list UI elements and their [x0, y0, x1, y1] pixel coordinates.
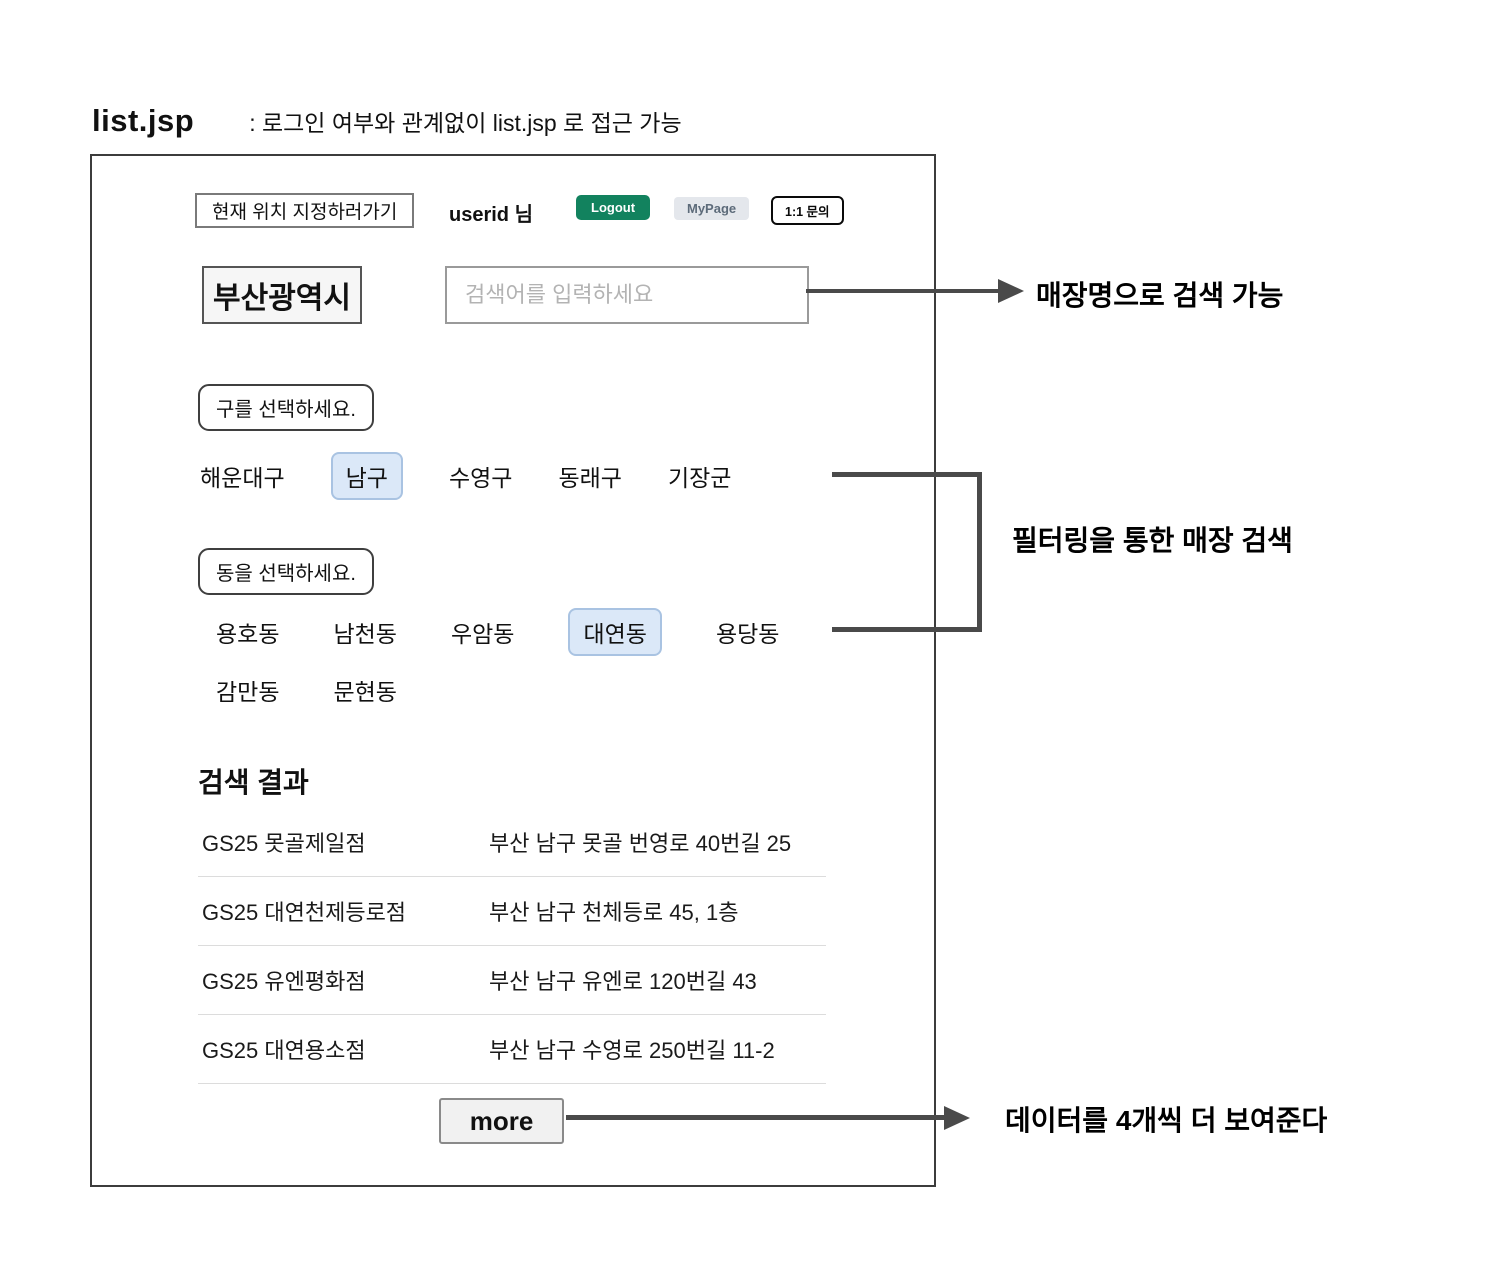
store-result-row[interactable]: GS25 대연천제등로점 부산 남구 천체등로 45, 1층 — [198, 877, 826, 946]
mockup-frame: 현재 위치 지정하러가기 userid 님 Logout MyPage 1:1 … — [90, 154, 936, 1187]
mypage-button[interactable]: MyPage — [674, 197, 750, 220]
dong-chip-문현동[interactable]: 문현동 — [333, 679, 397, 705]
dong-chip-남천동[interactable]: 남천동 — [333, 621, 397, 647]
store-address: 부산 남구 천체등로 45, 1층 — [489, 900, 739, 925]
store-address: 부산 남구 유엔로 120번길 43 — [489, 969, 757, 994]
dong-chip-우암동[interactable]: 우암동 — [450, 621, 515, 647]
store-name: GS25 유엔평화점 — [202, 969, 366, 994]
dong-select-prompt: 동을 선택하세요. — [198, 548, 374, 595]
user-greeting: userid 님 — [449, 204, 533, 226]
dong-filter-row-2: 감만동 문현동 — [216, 668, 397, 712]
page-subtitle: : 로그인 여부와 관계없이 list.jsp 로 접근 가능 — [249, 110, 682, 136]
gu-select-prompt: 구를 선택하세요. — [198, 384, 374, 431]
filter-bracket-top-line — [832, 472, 982, 477]
gu-chip-동래구[interactable]: 동래구 — [558, 465, 622, 491]
more-annotation-arrow-line — [566, 1115, 946, 1120]
gu-chip-수영구[interactable]: 수영구 — [448, 465, 513, 491]
store-address: 부산 남구 수영로 250번길 11-2 — [489, 1038, 775, 1063]
more-annotation-note: 데이터를 4개씩 더 보여준다 — [1005, 1105, 1328, 1136]
dong-filter-row-1: 용호동 남천동 우암동 대연동 용당동 — [216, 608, 780, 656]
results-list: GS25 못골제일점 부산 남구 못골 번영로 40번길 25 GS25 대연천제등… — [198, 808, 826, 1084]
more-button[interactable]: more — [439, 1098, 564, 1144]
gu-filter-row: 해운대구 남구 수영구 동래구 기장군 — [200, 452, 732, 500]
city-selector[interactable]: 부산광역시 — [202, 266, 362, 324]
gu-chip-기장군[interactable]: 기장군 — [667, 465, 732, 491]
search-annotation-note: 매장명으로 검색 가능 — [1036, 280, 1284, 311]
store-name: GS25 대연천제등로점 — [202, 900, 407, 925]
store-result-row[interactable]: GS25 대연용소점 부산 남구 수영로 250번길 11-2 — [198, 1015, 826, 1084]
page-title: list.jsp — [92, 103, 195, 138]
search-annotation-arrow-line — [806, 289, 1000, 293]
search-annotation-arrow-head — [998, 279, 1024, 303]
store-name: GS25 대연용소점 — [202, 1038, 366, 1063]
more-annotation-arrow-head — [944, 1106, 970, 1130]
page-title-row: list.jsp : 로그인 여부와 관계없이 list.jsp 로 접근 가능 — [92, 103, 682, 139]
store-result-row[interactable]: GS25 못골제일점 부산 남구 못골 번영로 40번길 25 — [198, 808, 826, 877]
store-result-row[interactable]: GS25 유엔평화점 부산 남구 유엔로 120번길 43 — [198, 946, 826, 1015]
filter-bracket-vertical-line — [977, 472, 982, 632]
dong-chip-대연동[interactable]: 대연동 — [568, 608, 662, 656]
dong-chip-용당동[interactable]: 용당동 — [715, 621, 780, 647]
current-location-button[interactable]: 현재 위치 지정하러가기 — [195, 193, 415, 228]
store-name: GS25 못골제일점 — [202, 831, 366, 856]
search-input[interactable] — [445, 266, 809, 324]
filter-annotation-note: 필터링을 통한 매장 검색 — [1012, 525, 1293, 556]
inquiry-button[interactable]: 1:1 문의 — [771, 196, 844, 225]
gu-chip-남구[interactable]: 남구 — [330, 452, 403, 500]
filter-bracket-bottom-line — [832, 627, 982, 632]
results-heading: 검색 결과 — [198, 767, 309, 798]
logout-button[interactable]: Logout — [576, 195, 651, 220]
dong-chip-감만동[interactable]: 감만동 — [216, 679, 280, 705]
gu-chip-해운대구[interactable]: 해운대구 — [200, 465, 285, 491]
store-address: 부산 남구 못골 번영로 40번길 25 — [489, 831, 792, 856]
dong-chip-용호동[interactable]: 용호동 — [216, 621, 280, 647]
